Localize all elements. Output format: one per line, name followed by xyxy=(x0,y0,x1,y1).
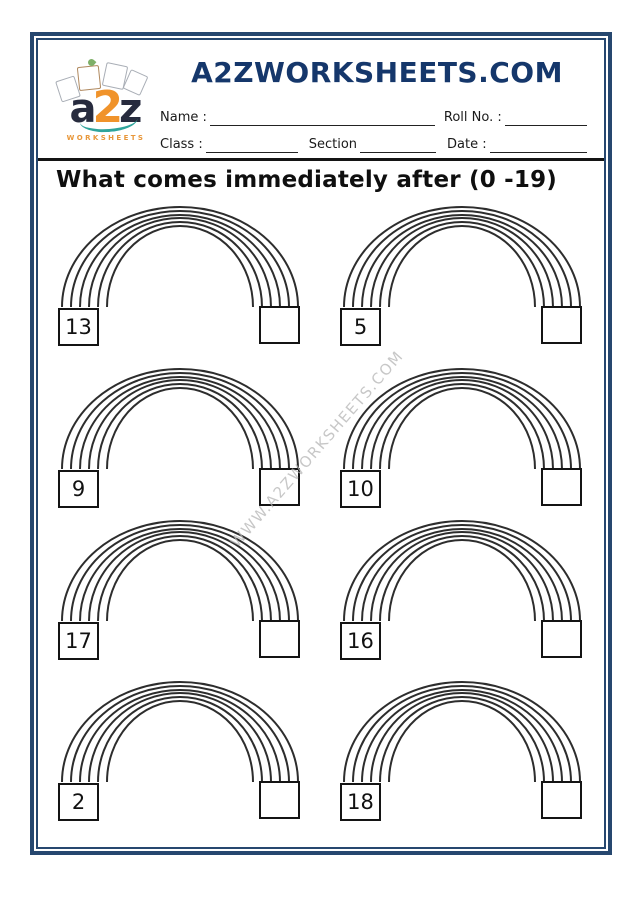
answer-box[interactable] xyxy=(541,306,582,344)
rainbow-arcs-icon xyxy=(340,517,584,623)
given-number-box: 9 xyxy=(58,470,99,508)
worksheet-title: What comes immediately after (0 -19) xyxy=(56,167,557,193)
given-number: 10 xyxy=(347,477,374,501)
section-label: Section xyxy=(308,137,358,152)
given-number-box: 16 xyxy=(340,622,381,660)
worksheet-page: a2z WORKSHEETS A2ZWORKSHEETS.COM Name : … xyxy=(30,32,612,855)
name-field-line[interactable] xyxy=(209,111,435,126)
site-title: A2ZWORKSHEETS.COM xyxy=(191,56,563,89)
date-label: Date : xyxy=(447,137,487,152)
rainbow-problem-8: 18 xyxy=(340,678,584,826)
answer-box[interactable] xyxy=(541,468,582,506)
class-section-date-row: Class : Section Date : xyxy=(160,137,590,153)
answer-box[interactable] xyxy=(259,620,300,658)
date-field-line[interactable] xyxy=(489,138,587,153)
logo-letter-z: z xyxy=(119,86,143,132)
roll-field-line[interactable] xyxy=(504,111,587,126)
section-field-line[interactable] xyxy=(360,138,437,153)
logo-letter-2: 2 xyxy=(92,82,124,133)
logo-text: a2z xyxy=(54,86,158,130)
given-number: 17 xyxy=(65,629,92,653)
answer-box[interactable] xyxy=(541,620,582,658)
rainbow-arcs-icon xyxy=(58,203,302,309)
header-divider xyxy=(38,158,604,161)
a2z-logo: a2z WORKSHEETS xyxy=(54,57,158,150)
given-number-box: 2 xyxy=(58,783,99,821)
answer-box[interactable] xyxy=(259,468,300,506)
answer-box[interactable] xyxy=(259,781,300,819)
page-inner-border: a2z WORKSHEETS A2ZWORKSHEETS.COM Name : … xyxy=(36,38,606,849)
given-number: 18 xyxy=(347,790,374,814)
given-number: 2 xyxy=(71,790,86,814)
rainbow-arcs-icon xyxy=(340,365,584,471)
given-number-box: 17 xyxy=(58,622,99,660)
given-number-box: 13 xyxy=(58,308,99,346)
logo-caption: WORKSHEETS xyxy=(66,134,146,142)
rainbow-problem-4: 10 xyxy=(340,365,584,513)
rainbow-problem-5: 17 xyxy=(58,517,302,665)
answer-box[interactable] xyxy=(541,781,582,819)
rainbow-arcs-icon xyxy=(58,365,302,471)
rainbow-problem-6: 16 xyxy=(340,517,584,665)
given-number-box: 18 xyxy=(340,783,381,821)
rainbow-arcs-icon xyxy=(58,678,302,784)
rainbow-arcs-icon xyxy=(58,517,302,623)
rainbow-problem-3: 9 xyxy=(58,365,302,513)
rainbow-problem-7: 2 xyxy=(58,678,302,826)
answer-box[interactable] xyxy=(259,306,300,344)
name-roll-row: Name : Roll No. : xyxy=(160,110,590,126)
class-label: Class : xyxy=(160,137,203,152)
logo-letter-a: a xyxy=(69,86,97,132)
rainbow-arcs-icon xyxy=(340,678,584,784)
given-number-box: 5 xyxy=(340,308,381,346)
rainbow-problem-1: 13 xyxy=(58,203,302,351)
given-number: 13 xyxy=(65,315,92,339)
given-number: 5 xyxy=(353,315,368,339)
roll-label: Roll No. : xyxy=(443,110,502,125)
rainbow-arcs-icon xyxy=(340,203,584,309)
given-number-box: 10 xyxy=(340,470,381,508)
given-number: 9 xyxy=(71,477,86,501)
name-label: Name : xyxy=(160,110,207,125)
given-number: 16 xyxy=(347,629,374,653)
class-field-line[interactable] xyxy=(205,138,298,153)
rainbow-problem-2: 5 xyxy=(340,203,584,351)
